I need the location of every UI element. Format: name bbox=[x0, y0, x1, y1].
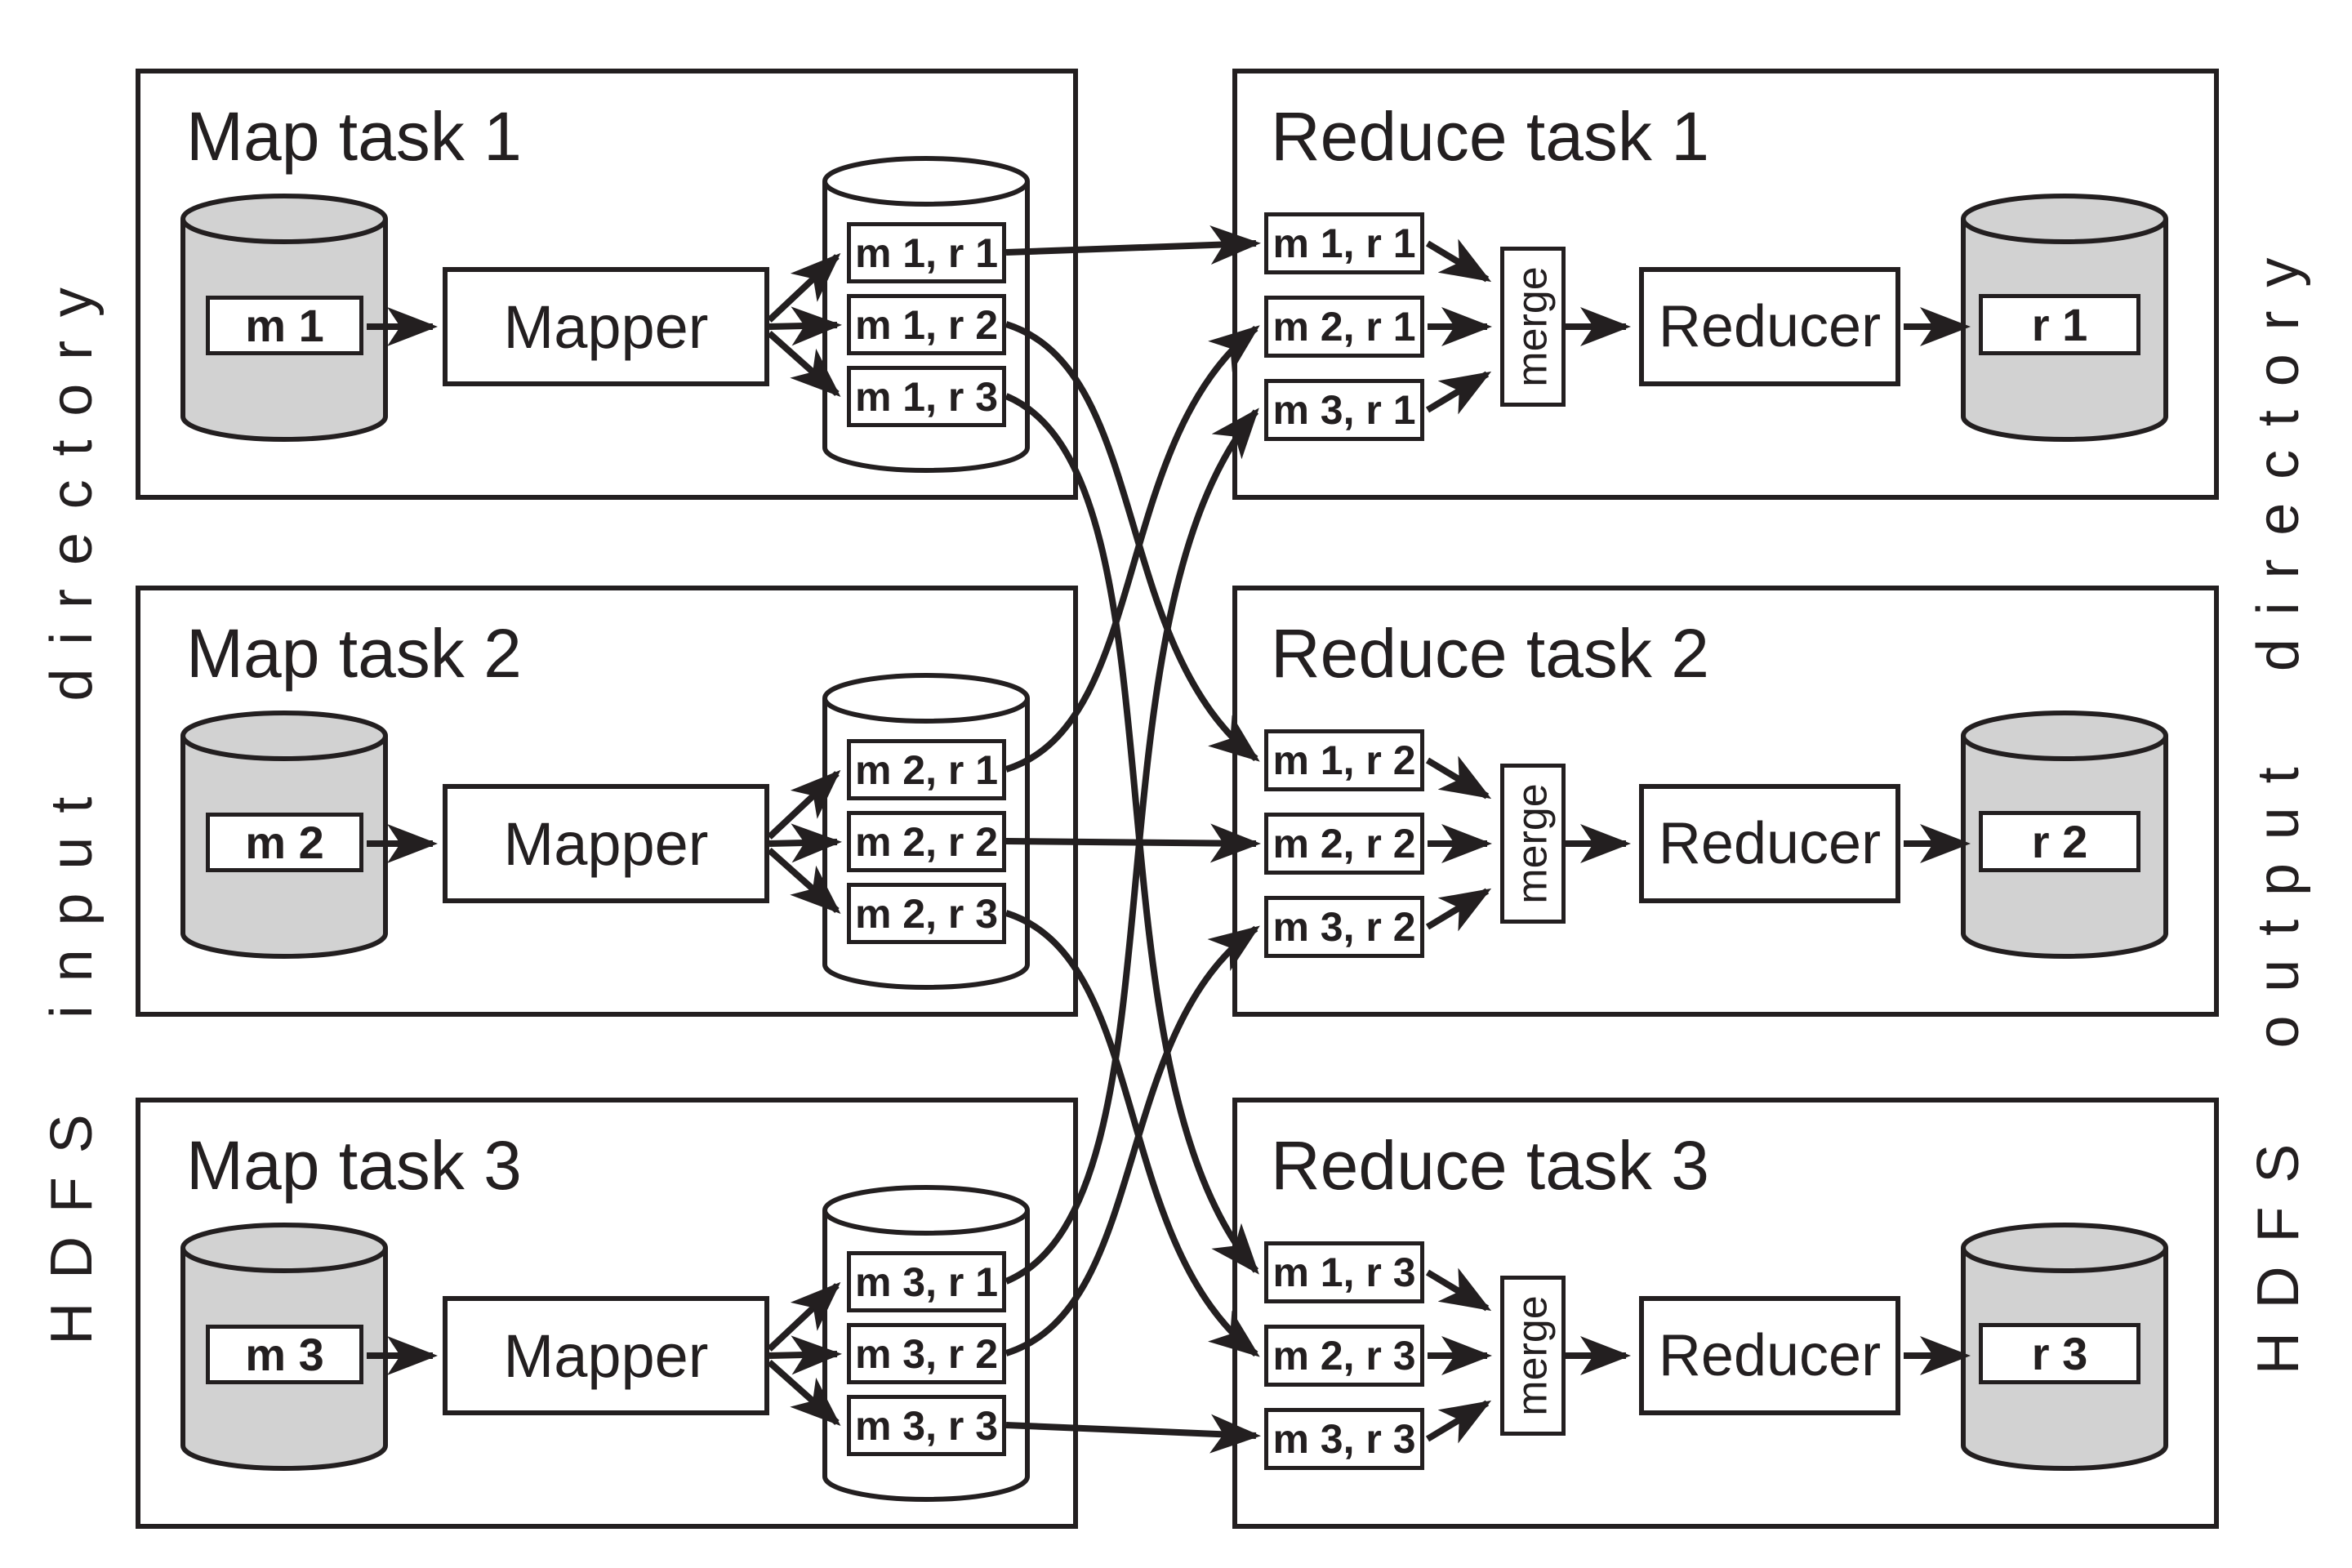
map-task-3-title: Map task 3 bbox=[186, 1127, 522, 1204]
reduce2-input-m2r2: m 2, r 2 bbox=[1264, 813, 1424, 875]
spill-m2r2: m 2, r 2 bbox=[847, 811, 1006, 872]
reduce-task-2-title: Reduce task 2 bbox=[1271, 615, 1709, 692]
reduce-task-1-box bbox=[1232, 69, 2219, 500]
reduce1-input-m2r1: m 2, r 1 bbox=[1264, 296, 1424, 358]
reduce3-input-m3r3: m 3, r 3 bbox=[1264, 1408, 1424, 1470]
mapper-box-2: Mapper bbox=[443, 784, 769, 903]
spill-m3r2: m 3, r 2 bbox=[847, 1323, 1006, 1384]
input-split-m3: m 3 bbox=[206, 1325, 363, 1384]
merge-box-1: merge bbox=[1500, 247, 1566, 407]
hdfs-input-cylinder-3 bbox=[180, 1223, 388, 1471]
output-file-r1: r 1 bbox=[1979, 294, 2140, 355]
spill-m3r1: m 3, r 1 bbox=[847, 1251, 1006, 1312]
map-task-1-box bbox=[136, 69, 1078, 500]
spill-m2r1: m 2, r 1 bbox=[847, 739, 1006, 800]
spill-m1r1: m 1, r 1 bbox=[847, 222, 1006, 283]
spill-m3r3: m 3, r 3 bbox=[847, 1395, 1006, 1456]
reducer-box-3: Reducer bbox=[1639, 1296, 1900, 1415]
spill-m1r3: m 1, r 3 bbox=[847, 366, 1006, 427]
reduce3-input-m1r3: m 1, r 3 bbox=[1264, 1241, 1424, 1303]
reduce3-input-m2r3: m 2, r 3 bbox=[1264, 1325, 1424, 1387]
merge-box-3: merge bbox=[1500, 1276, 1566, 1436]
merge-box-2: merge bbox=[1500, 764, 1566, 924]
hdfs-input-directory-label: HDFS input directory bbox=[39, 264, 105, 1345]
reduce2-input-m1r2: m 1, r 2 bbox=[1264, 729, 1424, 791]
hdfs-output-directory-label: HDFS output directory bbox=[2246, 234, 2311, 1375]
mapper-box-3: Mapper bbox=[443, 1296, 769, 1415]
output-file-r2: r 2 bbox=[1979, 811, 2140, 872]
output-file-r3: r 3 bbox=[1979, 1323, 2140, 1384]
reducer-box-2: Reducer bbox=[1639, 784, 1900, 903]
map-task-1-title: Map task 1 bbox=[186, 98, 522, 175]
input-split-m2: m 2 bbox=[206, 813, 363, 872]
mapper-box-1: Mapper bbox=[443, 267, 769, 386]
reduce-task-3-title: Reduce task 3 bbox=[1271, 1127, 1709, 1204]
reduce-task-1-title: Reduce task 1 bbox=[1271, 98, 1709, 175]
merge-label: merge bbox=[1509, 266, 1557, 387]
spill-m1r2: m 1, r 2 bbox=[847, 294, 1006, 355]
reducer-box-1: Reducer bbox=[1639, 267, 1900, 386]
reduce1-input-m1r1: m 1, r 1 bbox=[1264, 212, 1424, 274]
merge-label: merge bbox=[1509, 1295, 1557, 1416]
spill-m2r3: m 2, r 3 bbox=[847, 883, 1006, 944]
merge-label: merge bbox=[1509, 783, 1557, 904]
reduce1-input-m3r1: m 3, r 1 bbox=[1264, 379, 1424, 441]
map-task-2-title: Map task 2 bbox=[186, 615, 522, 692]
reduce2-input-m3r2: m 3, r 2 bbox=[1264, 896, 1424, 958]
input-split-m1: m 1 bbox=[206, 296, 363, 355]
